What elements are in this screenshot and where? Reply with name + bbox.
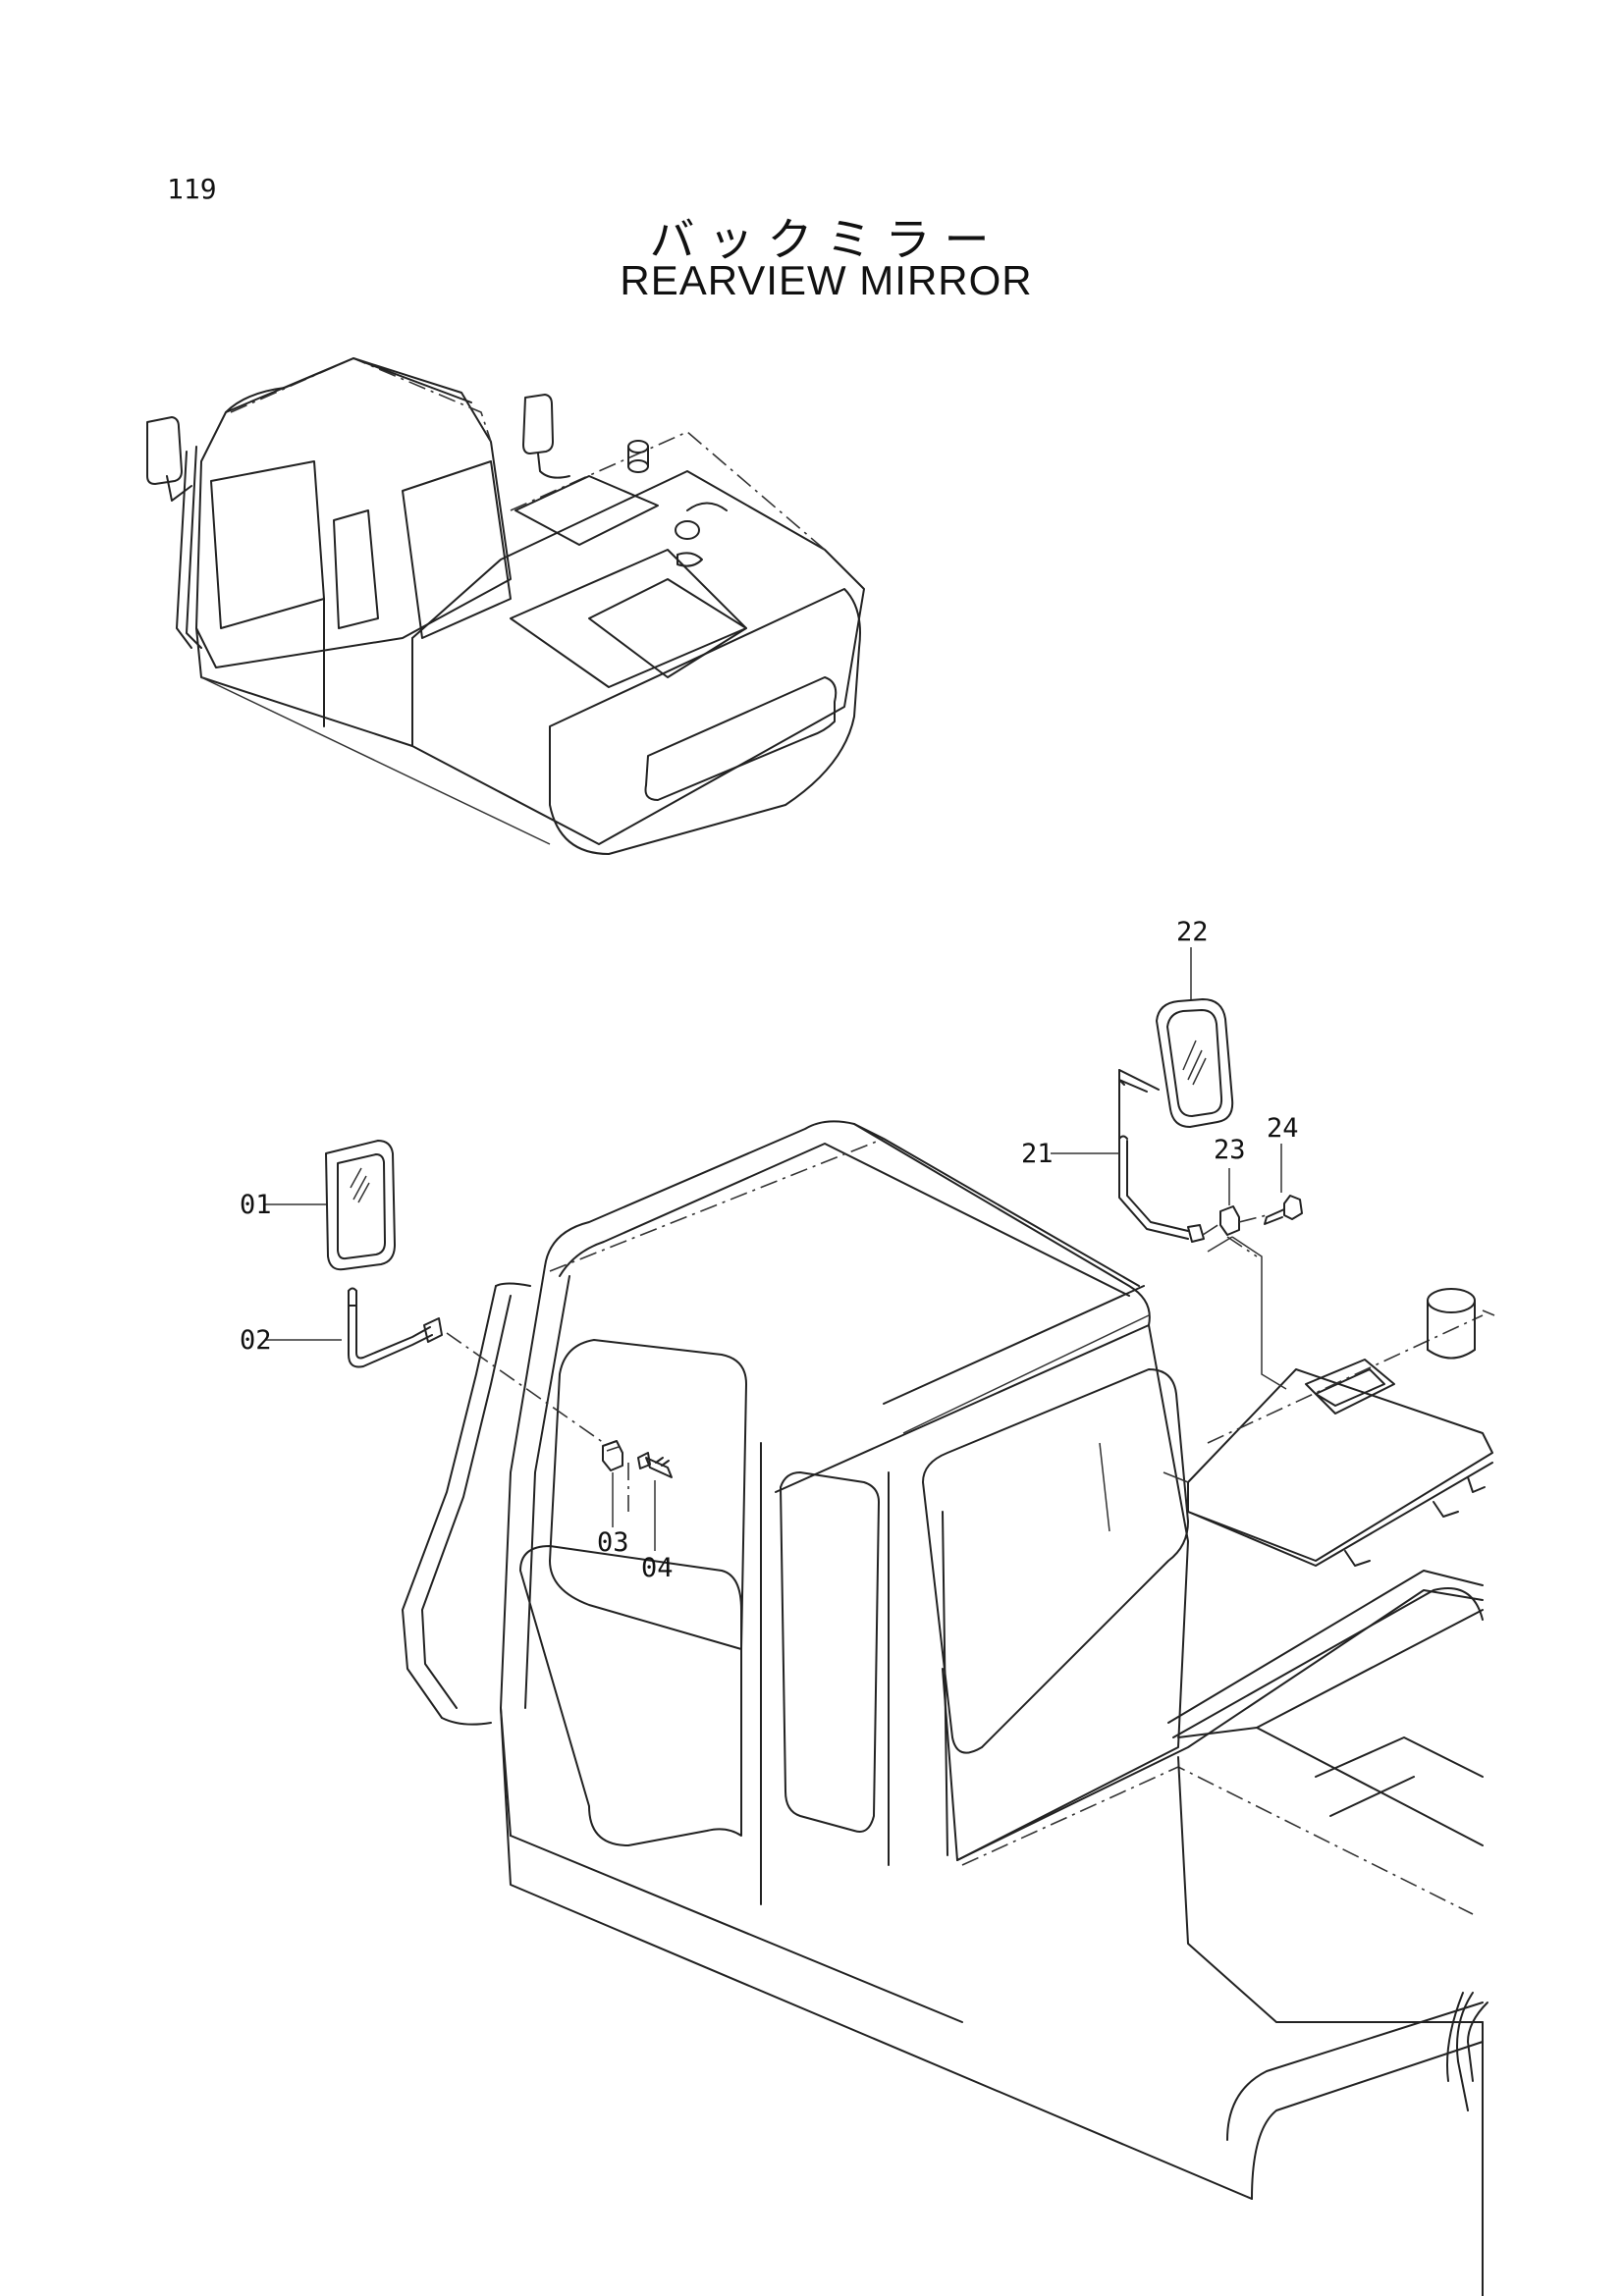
main-machine: [402, 1120, 1495, 2296]
part-02-stay-left: [348, 1287, 443, 1368]
callout-04: 04: [641, 1553, 674, 1583]
callout-01: 01: [240, 1190, 272, 1220]
part-01-mirror-left: [325, 1140, 396, 1271]
page-number: 119: [167, 173, 217, 205]
page-title-english: REARVIEW MIRROR: [620, 257, 1033, 303]
callout-23: 23: [1214, 1135, 1246, 1165]
assembly-line-right-2: [1226, 1236, 1258, 1257]
part-03-nut: [602, 1440, 623, 1471]
callout-24: 24: [1267, 1113, 1299, 1144]
part-23-nut: [1219, 1205, 1240, 1236]
part-21-stay-right: [1118, 1069, 1205, 1243]
part-24-bolt: [1264, 1195, 1303, 1225]
callout-21: 21: [1021, 1139, 1054, 1169]
part-04-bolt: [637, 1452, 673, 1478]
callout-22: 22: [1176, 917, 1209, 947]
callout-03: 03: [597, 1527, 629, 1558]
part-22-mirror-right: [1156, 998, 1234, 1128]
overview-machine: [146, 357, 865, 855]
page-title-japanese: バックミラー: [649, 213, 1003, 266]
assembly-line-right: [1202, 1214, 1268, 1236]
callout-02: 02: [240, 1325, 272, 1356]
